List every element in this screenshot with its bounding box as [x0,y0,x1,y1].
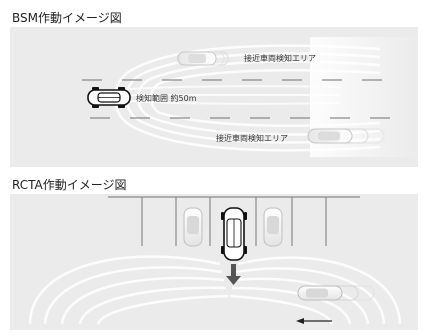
bsm-lane-markings [82,79,390,119]
rcta-diagram-panel [10,194,418,330]
bsm-zone-label-lower: 接近車両検知エリア [216,133,288,143]
bsm-zone-label-upper: 接近車両検知エリア [244,53,316,63]
rcta-detection-waves [28,255,402,325]
rcta-parked-car-right [263,207,283,247]
bsm-approaching-car-lower [307,128,385,144]
rcta-approach-direction-arrow-icon [296,318,332,324]
bsm-diagram-panel: 接近車両検知エリア 検知範囲 約50m 接近車両検知エリア [10,27,418,167]
bsm-title: BSM作動イメージ図 [12,11,122,25]
rcta-parked-car-left [183,207,203,247]
rcta-own-car [221,207,247,261]
bsm-approaching-car-upper [177,51,229,66]
bsm-range-label: 検知範囲 約50m [136,93,197,103]
bsm-own-car [87,87,131,108]
rcta-diagram [28,196,402,325]
rcta-parking-lines [108,196,360,246]
bsm-diagram: 接近車両検知エリア 検知範囲 約50m 接近車両検知エリア [82,37,418,157]
rcta-approaching-car [297,285,375,301]
rcta-title: RCTA作動イメージ図 [12,178,127,192]
bsm-range-waves [129,85,341,105]
rcta-reverse-arrow-icon [226,264,241,285]
